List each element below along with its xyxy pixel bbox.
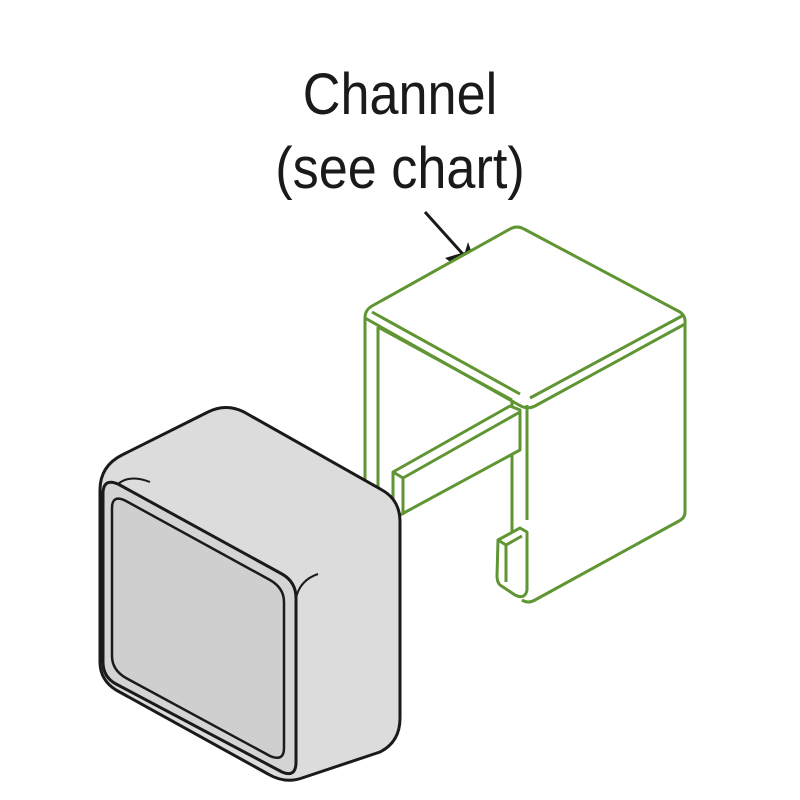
end-cap bbox=[98, 406, 402, 782]
see-chart-label: (see chart) bbox=[275, 136, 525, 201]
channel-label: Channel bbox=[302, 62, 498, 127]
channel bbox=[363, 225, 687, 604]
